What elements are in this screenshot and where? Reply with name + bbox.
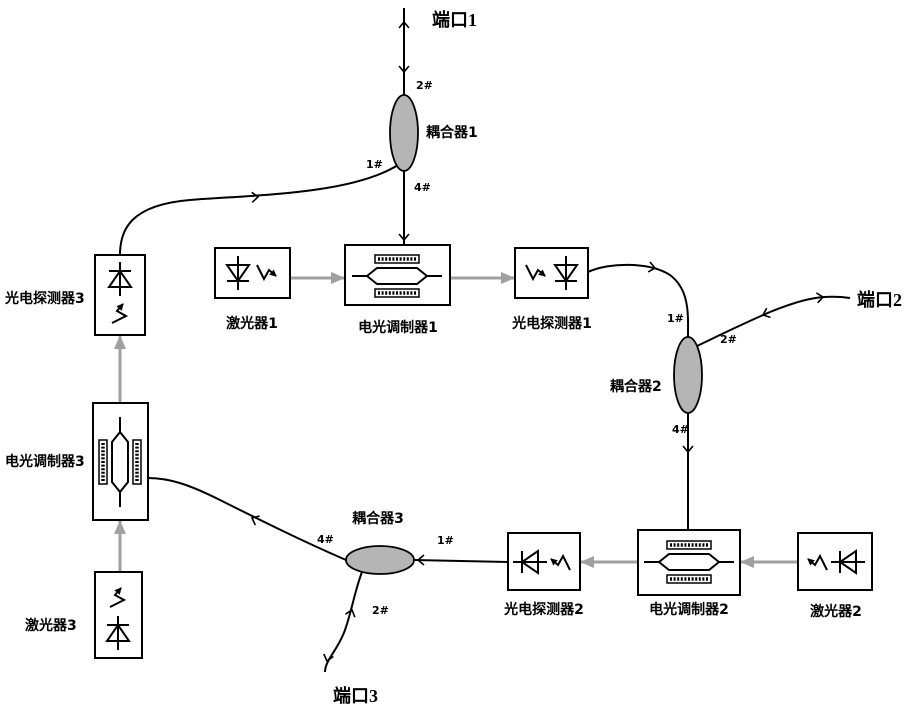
laser-3-label: 激光器3	[25, 617, 77, 634]
photodetector-1-box	[514, 247, 589, 299]
port-2-label: 端口2	[857, 290, 902, 310]
coupler-2: 耦合器2 1# 2# 4#	[610, 312, 737, 436]
diode-icon	[107, 262, 133, 296]
modulator-3: 电光调制器3	[5, 402, 149, 521]
photodetector-3: 光电探测器3	[4, 254, 146, 336]
photodetector-2-label: 光电探测器2	[503, 601, 584, 618]
coupler-2-label: 耦合器2	[610, 378, 662, 395]
mach-zehnder-icon	[352, 254, 442, 298]
coupler-2-port-1: 1#	[667, 312, 684, 325]
mach-zehnder-icon	[98, 417, 142, 507]
coupler-3-label: 耦合器3	[352, 510, 404, 527]
lightning-arrow-icon	[525, 264, 546, 282]
fiber-coupler2-to-port2	[696, 295, 851, 347]
photodetector-2: 光电探测器2	[503, 532, 584, 618]
coupler-3: 耦合器3 1# 2# 4#	[317, 510, 454, 617]
modulator-2-label: 电光调制器2	[649, 601, 729, 618]
diode-triangle	[225, 264, 251, 283]
fiber-coupler1-to-photodetector3	[119, 164, 399, 256]
diode-triangle	[838, 549, 857, 575]
coupler-2-body	[673, 336, 703, 414]
optical-feeds	[114, 272, 798, 572]
diode-triangle	[105, 623, 131, 642]
laser-2-label: 激光器2	[810, 603, 862, 620]
laser-1-box	[214, 247, 291, 299]
diode-icon	[513, 549, 547, 575]
mach-zehnder-icon	[644, 540, 734, 584]
modulator-1: 电光调制器1	[344, 244, 451, 336]
lightning-arrow-icon	[111, 303, 129, 324]
mz-arms	[111, 417, 129, 507]
modulator-2: 电光调制器2	[637, 529, 741, 618]
mz-arms	[352, 267, 442, 285]
lightning-arrow-icon	[256, 264, 277, 282]
coupler-2-port-4: 4#	[672, 423, 689, 436]
laser-2: 激光器2	[797, 532, 873, 620]
fiber-coupler3-to-port3	[324, 571, 363, 673]
fiber-direction-arrows	[250, 20, 825, 663]
photodetector-1-label: 光电探测器1	[511, 315, 592, 332]
coupler-2-port-2: 2#	[720, 333, 737, 346]
coupler-1-port-1: 1#	[366, 158, 383, 171]
arrow-left-icon	[250, 515, 260, 526]
diode-icon	[225, 256, 251, 290]
lightning-arrow-icon	[807, 553, 828, 571]
lightning-arrow-icon	[550, 553, 571, 571]
diode-icon	[105, 616, 131, 650]
fiber-coupler3-to-modulator3	[147, 477, 347, 561]
arrow-right-icon	[251, 191, 260, 203]
mz-arms	[644, 553, 734, 571]
coupler-1-port-2: 2#	[416, 79, 433, 92]
diode-triangle	[107, 269, 133, 288]
arrow-down-icon	[398, 65, 410, 74]
arrow-up-icon	[344, 608, 356, 618]
laser-1-label: 激光器1	[226, 315, 278, 332]
diode-icon	[553, 256, 579, 290]
fiber-links	[119, 8, 851, 673]
arrow-right-icon	[647, 261, 657, 273]
arrow-down-icon	[322, 653, 334, 663]
port-1-label: 端口1	[432, 10, 477, 30]
photodetector-3-label: 光电探测器3	[4, 290, 85, 307]
fiber-photodetector1-to-coupler2	[587, 263, 690, 338]
arrow-up-icon	[398, 20, 410, 29]
coupler-3-port-1: 1#	[437, 534, 454, 547]
coupler-1-body	[389, 94, 419, 172]
arrow-right-icon	[815, 292, 825, 304]
modulator-1-label: 电光调制器1	[358, 319, 438, 336]
modulator-3-label: 电光调制器3	[5, 453, 85, 470]
arrow-down-icon	[398, 233, 410, 242]
coupler-1: 耦合器1 2# 1# 4#	[366, 79, 478, 194]
arrow-left-icon	[761, 307, 771, 319]
coupler-3-port-2: 2#	[372, 604, 389, 617]
laser-3: 激光器3	[25, 571, 143, 659]
fiber-photodetector2-to-coupler3	[413, 559, 509, 563]
coupler-3-body	[345, 545, 415, 575]
photodetector-1: 光电探测器1	[511, 247, 592, 332]
diode-triangle	[553, 264, 579, 283]
arrow-left-icon	[416, 554, 425, 566]
laser-1: 激光器1	[214, 247, 291, 332]
port-3-label: 端口3	[333, 686, 378, 706]
coupler-3-port-4: 4#	[317, 533, 334, 546]
diode-triangle	[520, 549, 539, 575]
lightning-arrow-icon	[109, 587, 127, 608]
diode-icon	[831, 549, 865, 575]
coupler-1-port-4: 4#	[414, 181, 431, 194]
arrow-down-icon	[682, 445, 694, 454]
coupler-1-label: 耦合器1	[426, 124, 478, 141]
